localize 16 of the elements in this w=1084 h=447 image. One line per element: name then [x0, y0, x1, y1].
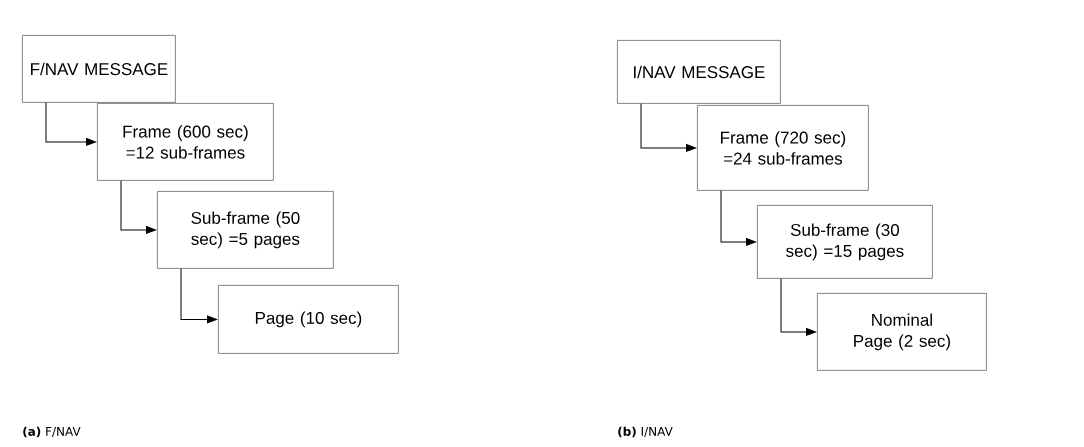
- elbow-arrow: [45, 102, 97, 146]
- elbow-arrow: [180, 268, 218, 324]
- figure-caption: (a) F/NAV: [23, 426, 81, 438]
- hierarchy-box: Sub-frame (30 sec) =15 pages: [757, 205, 933, 279]
- hierarchy-box: F/NAV MESSAGE: [22, 35, 176, 103]
- elbow-arrow: [720, 190, 757, 246]
- hierarchy-box: Sub-frame (50 sec) =5 pages: [157, 191, 334, 269]
- hierarchy-box: I/NAV MESSAGE: [617, 40, 781, 104]
- hierarchy-box: Page (10 sec): [218, 285, 399, 354]
- hierarchy-box: Frame (720 sec) =24 sub-frames: [697, 105, 869, 191]
- hierarchy-box: Nominal Page (2 sec): [817, 293, 987, 371]
- hierarchy-box: Frame (600 sec) =12 sub-frames: [97, 103, 274, 181]
- elbow-arrow: [120, 180, 157, 234]
- figure-caption: (b) I/NAV: [618, 426, 673, 438]
- elbow-arrow: [780, 278, 817, 336]
- elbow-arrow: [640, 103, 697, 152]
